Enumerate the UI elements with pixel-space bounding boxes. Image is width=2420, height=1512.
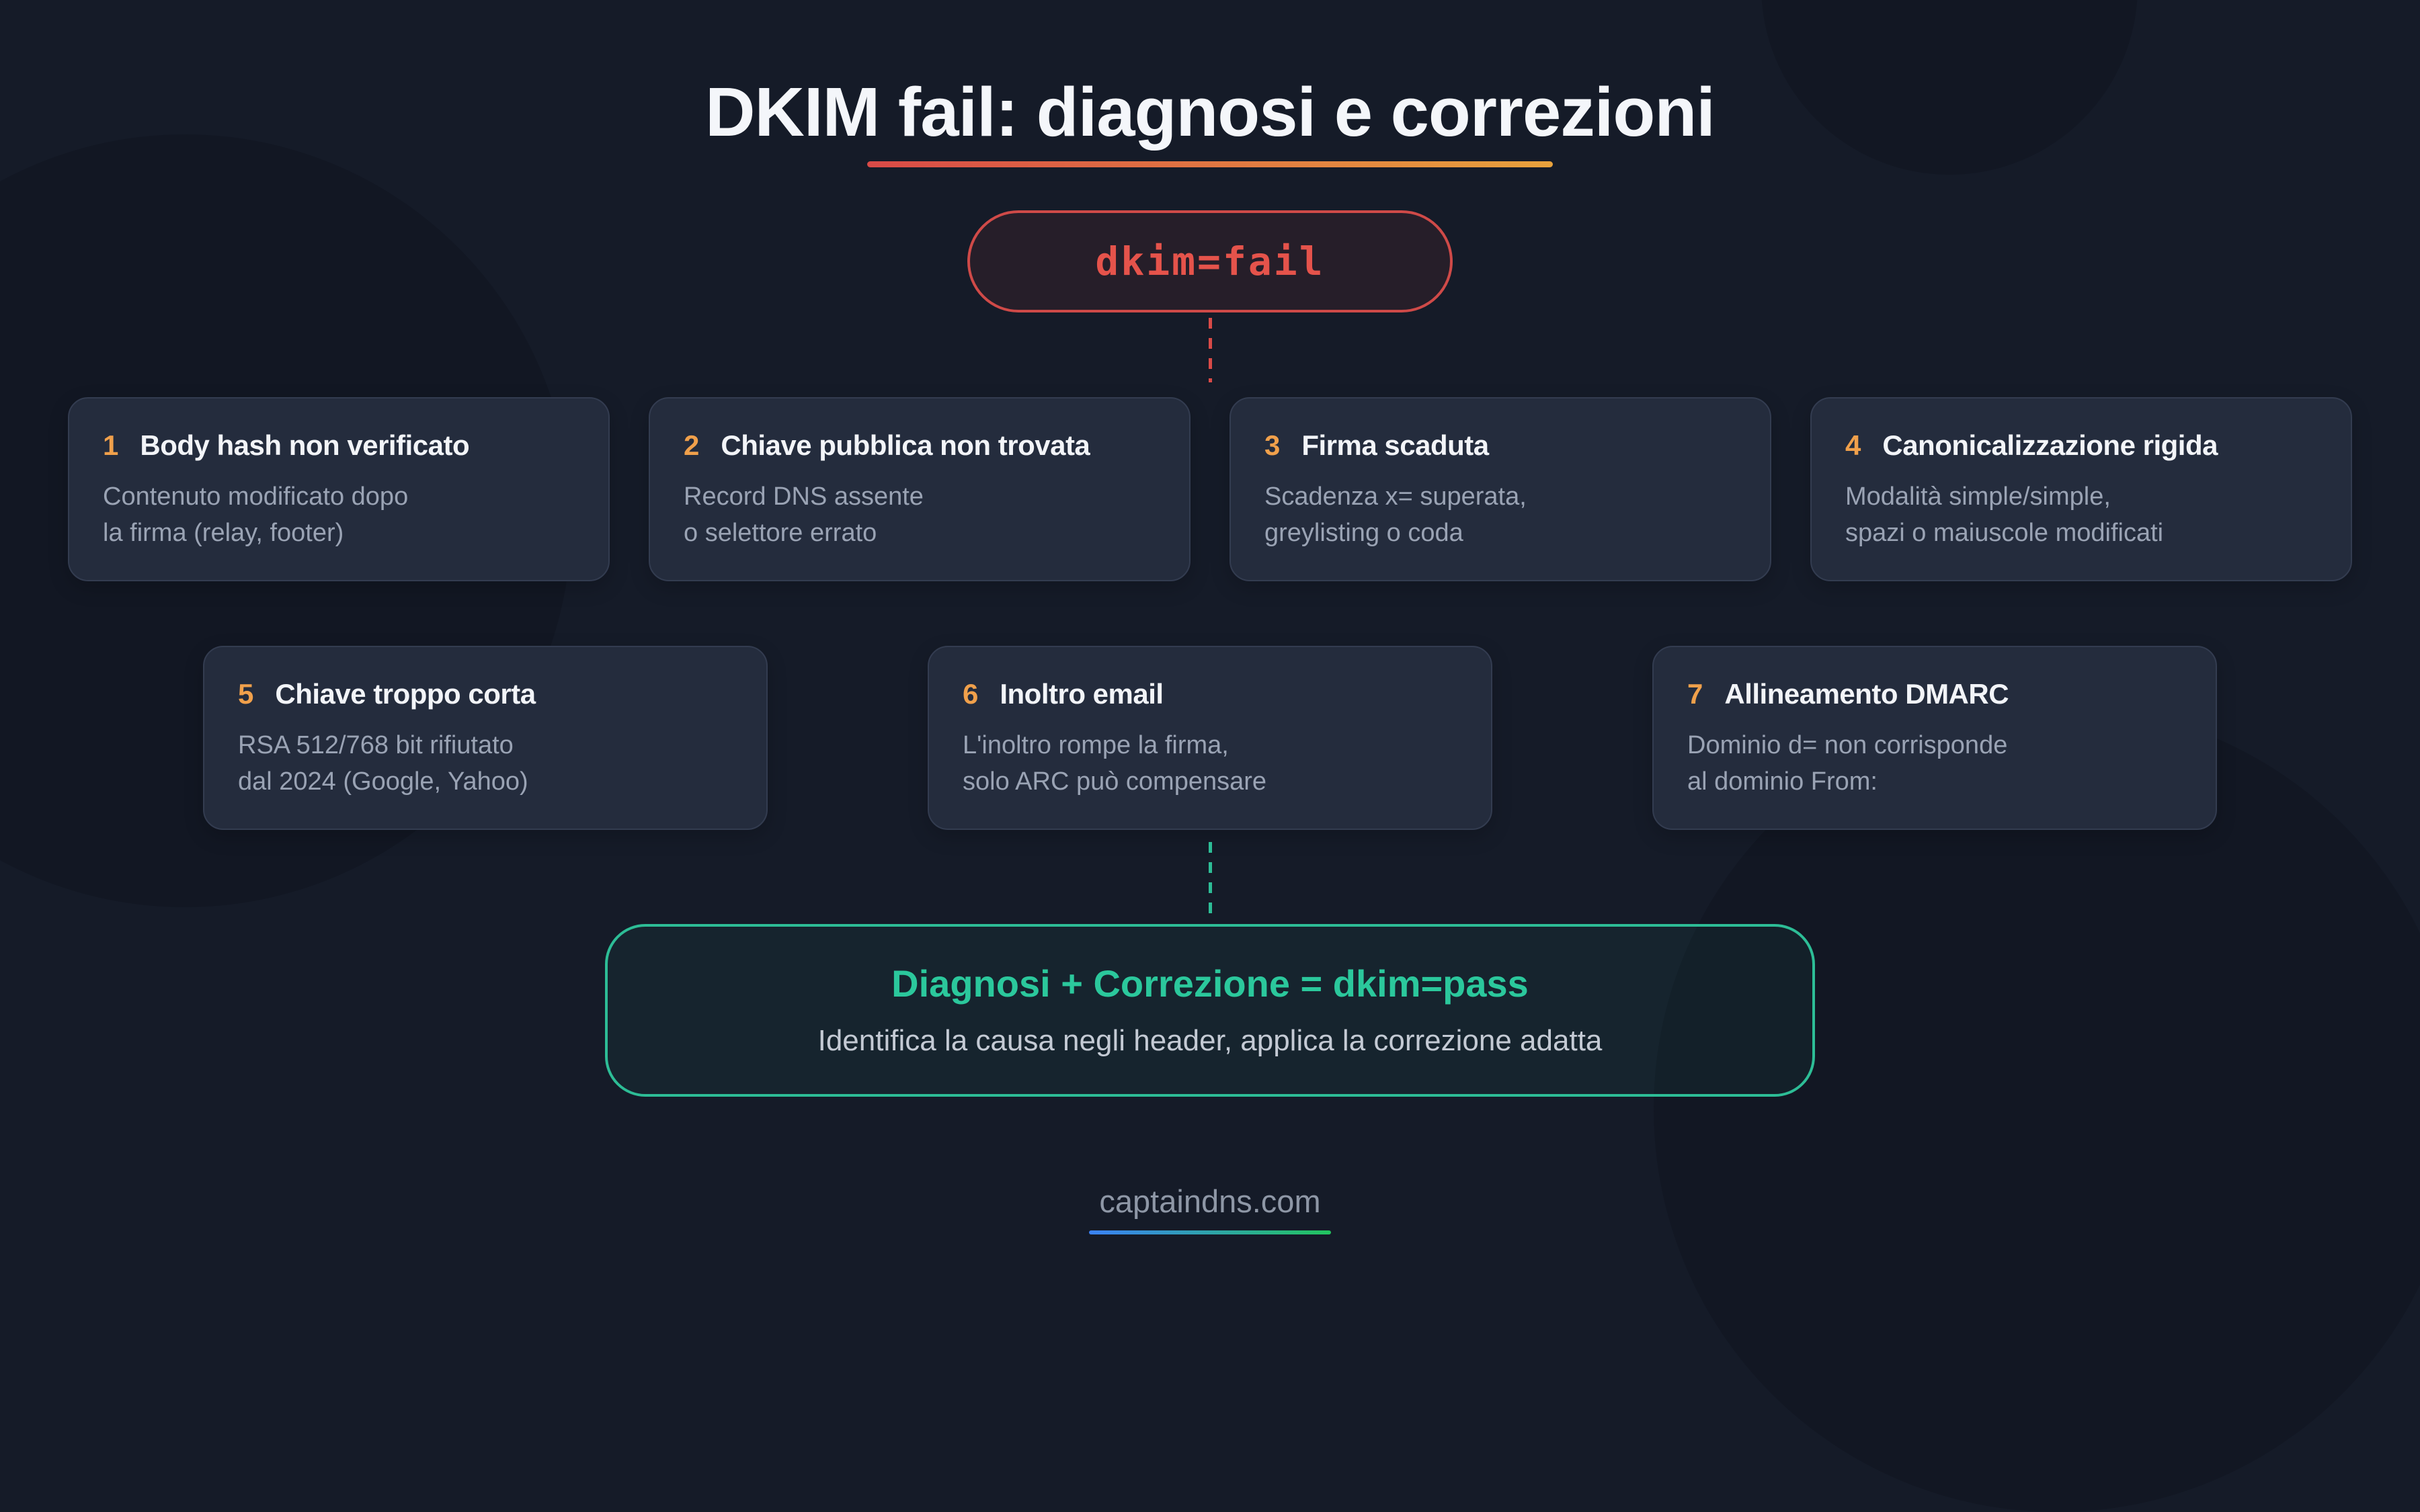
card-number: 7	[1687, 678, 1703, 710]
card-number: 6	[963, 678, 979, 710]
card-body: L'inoltro rompe la firma, solo ARC può c…	[963, 728, 1457, 800]
cause-card-1: 1 Body hash non verificato Contenuto mod…	[68, 397, 610, 582]
card-number: 4	[1845, 429, 1861, 462]
card-title: Chiave pubblica non trovata	[721, 429, 1090, 462]
card-body: Dominio d= non corrisponde al dominio Fr…	[1687, 728, 2182, 800]
card-title: Body hash non verificato	[140, 429, 470, 462]
card-text-line: Record DNS assente	[684, 482, 924, 511]
footer: captaindns.com	[1089, 1183, 1331, 1235]
card-body: RSA 512/768 bit rifiutato dal 2024 (Goog…	[238, 728, 733, 800]
card-header: 7 Allineamento DMARC	[1687, 678, 2182, 710]
cause-card-6: 6 Inoltro email L'inoltro rompe la firma…	[928, 646, 1492, 831]
cause-card-4: 4 Canonicalizzazione rigida Modalità sim…	[1810, 397, 2352, 582]
card-text-line: dal 2024 (Google, Yahoo)	[238, 767, 528, 796]
cards-row-2: 5 Chiave troppo corta RSA 512/768 bit ri…	[203, 646, 2217, 831]
card-text-line: Modalità simple/simple,	[1845, 482, 2111, 511]
footer-domain-link[interactable]: captaindns.com	[1099, 1183, 1321, 1220]
cards-row-1: 1 Body hash non verificato Contenuto mod…	[68, 397, 2352, 582]
card-text-line: L'inoltro rompe la firma,	[963, 731, 1229, 760]
card-text-line: o selettore errato	[684, 519, 877, 548]
page-title: DKIM fail: diagnosi e correzioni	[705, 73, 1716, 151]
card-text-line: greylisting o coda	[1264, 519, 1463, 548]
card-header: 4 Canonicalizzazione rigida	[1845, 429, 2317, 462]
card-number: 2	[684, 429, 700, 462]
cause-card-3: 3 Firma scaduta Scadenza x= superata, gr…	[1229, 397, 1771, 582]
cause-card-2: 2 Chiave pubblica non trovata Record DNS…	[649, 397, 1191, 582]
card-header: 2 Chiave pubblica non trovata	[684, 429, 1156, 462]
card-text-line: Contenuto modificato dopo	[103, 482, 409, 511]
card-body: Modalità simple/simple, spazi o maiuscol…	[1845, 479, 2317, 552]
card-text-line: solo ARC può compensare	[963, 767, 1267, 796]
card-text-line: spazi o maiuscole modificati	[1845, 519, 2164, 548]
card-title: Firma scaduta	[1301, 429, 1489, 462]
dashed-connector-teal	[1208, 842, 1212, 917]
card-body: Record DNS assente o selettore errato	[684, 479, 1156, 552]
result-box: Diagnosi + Correzione = dkim=pass Identi…	[605, 924, 1815, 1097]
card-title: Inoltro email	[1000, 678, 1164, 710]
dkim-fail-badge: dkim=fail	[967, 210, 1453, 313]
result-title: Diagnosi + Correzione = dkim=pass	[891, 962, 1529, 1005]
card-body: Scadenza x= superata, greylisting o coda	[1264, 479, 1736, 552]
card-header: 5 Chiave troppo corta	[238, 678, 733, 710]
result-subtitle: Identifica la causa negli header, applic…	[817, 1024, 1603, 1058]
card-number: 1	[103, 429, 119, 462]
infographic: DKIM fail: diagnosi e correzioni dkim=fa…	[68, 73, 2352, 1235]
dkim-fail-label: dkim=fail	[1095, 239, 1325, 285]
card-body: Contenuto modificato dopo la firma (rela…	[103, 479, 575, 552]
card-number: 3	[1264, 429, 1281, 462]
card-text-line: RSA 512/768 bit rifiutato	[238, 731, 514, 760]
dashed-connector-red	[1208, 318, 1212, 383]
card-text-line: al dominio From:	[1687, 767, 1878, 796]
card-title: Allineamento DMARC	[1724, 678, 2009, 710]
card-title: Canonicalizzazione rigida	[1882, 429, 2218, 462]
card-text-line: Dominio d= non corrisponde	[1687, 731, 2008, 760]
card-number: 5	[238, 678, 254, 710]
card-title: Chiave troppo corta	[275, 678, 536, 710]
card-header: 3 Firma scaduta	[1264, 429, 1736, 462]
card-header: 1 Body hash non verificato	[103, 429, 575, 462]
footer-underline	[1089, 1230, 1331, 1235]
card-header: 6 Inoltro email	[963, 678, 1457, 710]
cause-card-7: 7 Allineamento DMARC Dominio d= non corr…	[1652, 646, 2217, 831]
title-underline	[867, 161, 1553, 168]
cause-card-5: 5 Chiave troppo corta RSA 512/768 bit ri…	[203, 646, 768, 831]
card-text-line: Scadenza x= superata,	[1264, 482, 1527, 511]
card-text-line: la firma (relay, footer)	[103, 519, 344, 548]
